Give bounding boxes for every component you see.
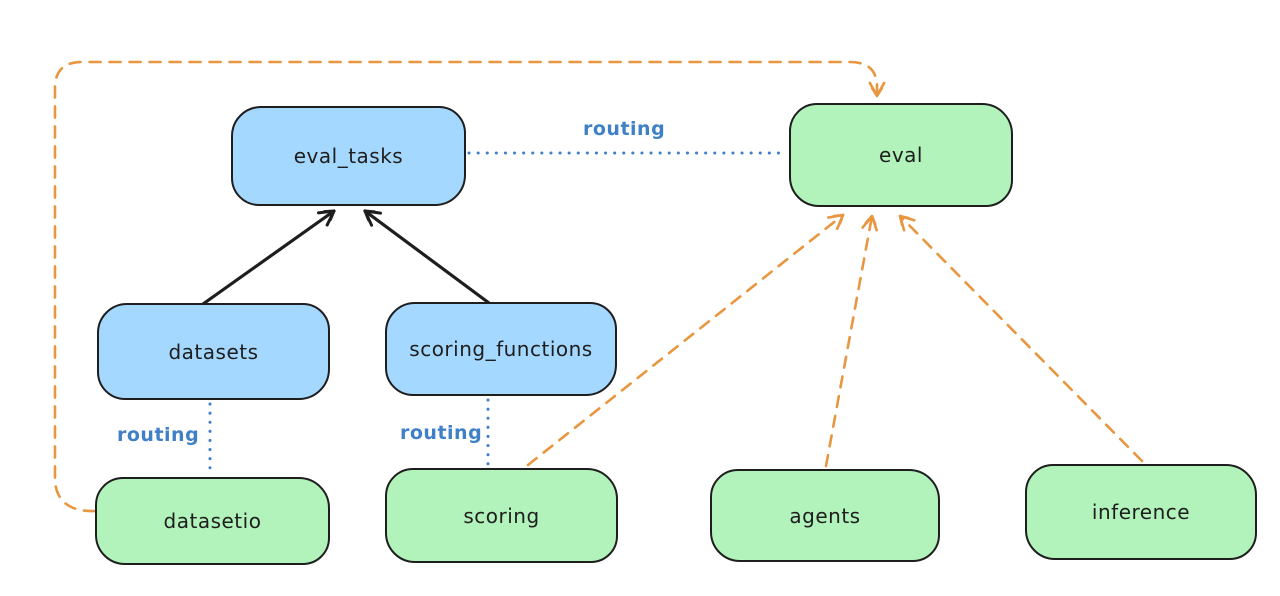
edge-scoring-to-eval <box>526 213 845 467</box>
edge-agents-to-eval <box>824 214 878 468</box>
node-eval: eval <box>789 103 1013 207</box>
edge-scoring-functions-to-eval-tasks <box>363 209 491 305</box>
node-scoring-functions-label: scoring_functions <box>409 337 593 361</box>
node-scoring: scoring <box>385 468 618 563</box>
edge-label-routing-eval: routing <box>583 118 666 140</box>
node-datasets: datasets <box>97 303 330 400</box>
node-eval-label: eval <box>879 143 923 167</box>
node-eval-tasks: eval_tasks <box>231 106 466 206</box>
edge-label-routing-scoring: routing <box>400 422 483 444</box>
node-datasetio-label: datasetio <box>163 509 262 533</box>
edge-inference-to-eval <box>898 214 1144 463</box>
node-inference: inference <box>1025 464 1257 560</box>
edge-label-routing-datasetio: routing <box>117 424 200 446</box>
edge-datasetio-to-eval-loop <box>53 60 886 513</box>
node-agents-label: agents <box>789 503 861 528</box>
node-datasetio: datasetio <box>95 477 330 565</box>
node-scoring-functions: scoring_functions <box>385 302 617 396</box>
node-inference-label: inference <box>1091 500 1191 524</box>
node-eval-tasks-label: eval_tasks <box>293 144 404 168</box>
node-datasets-label: datasets <box>168 339 259 364</box>
node-agents: agents <box>710 469 940 562</box>
node-scoring-label: scoring <box>463 503 540 528</box>
edge-datasets-to-eval-tasks <box>201 209 336 306</box>
